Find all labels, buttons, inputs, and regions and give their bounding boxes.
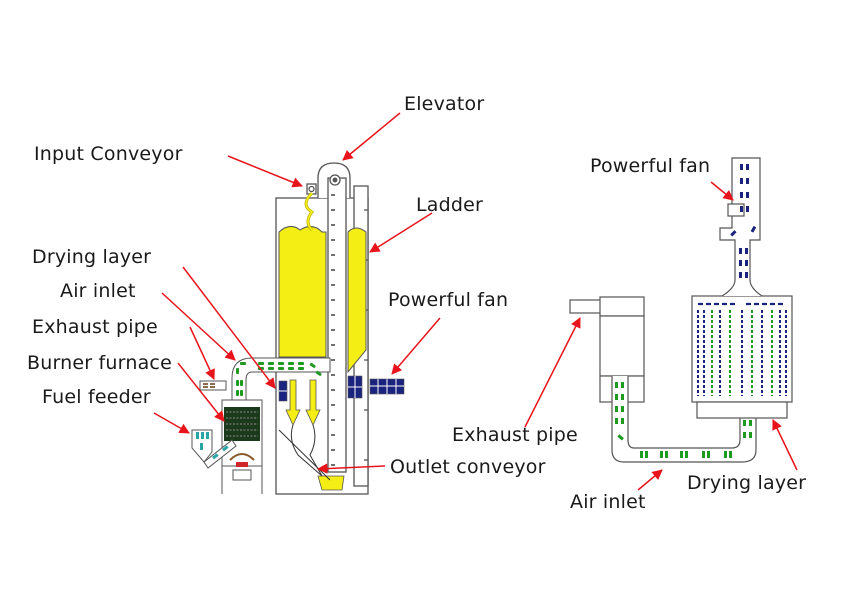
label-exhaust-pipe-right: Exhaust pipe (452, 424, 578, 446)
arrow-exhaust-pipe-right (524, 317, 581, 428)
arrow-drying-layer-left (182, 266, 276, 389)
arrow-exhaust-pipe-left (189, 326, 215, 380)
label-elevator: Elevator (404, 93, 485, 115)
arrow-powerful-fan-right (710, 181, 734, 201)
label-powerful-fan-right: Powerful fan (590, 155, 711, 177)
right-drying-columns (697, 302, 787, 396)
label-input-conveyor: Input Conveyor (34, 143, 183, 165)
arrow-input-conveyor (227, 155, 303, 188)
arrow-elevator (342, 112, 401, 161)
label-fuel-feeder: Fuel feeder (42, 386, 151, 408)
arrow-burner-furnace (177, 362, 225, 422)
label-drying-layer-left: Drying layer (32, 246, 152, 268)
callout-arrows (153, 112, 798, 491)
label-drying-layer-right: Drying layer (687, 472, 807, 494)
arrow-drying-layer-right (772, 419, 798, 471)
label-exhaust-pipe-left: Exhaust pipe (32, 316, 158, 338)
right-drying-tower (691, 295, 793, 419)
right-exhaust-unit (569, 296, 645, 403)
elevator-buckets (331, 194, 335, 466)
arrow-air-inlet-left (161, 292, 236, 361)
hot-air-duct (231, 357, 331, 400)
exhaust-flow (278, 375, 405, 402)
label-air-inlet-right: Air inlet (570, 491, 646, 513)
label-burner-furnace: Burner furnace (27, 352, 172, 374)
arrow-outlet-conveyor (316, 463, 386, 474)
arrow-air-inlet-right (637, 469, 663, 491)
right-exhaust-flow (730, 164, 757, 278)
arrow-ladder (369, 212, 433, 253)
grain-fill (278, 191, 367, 491)
label-outlet-conveyor: Outlet conveyor (390, 456, 546, 478)
fuel-feeder (191, 429, 237, 469)
label-ladder: Ladder (416, 194, 484, 216)
burner-furnace (199, 380, 263, 494)
arrow-fuel-feeder (153, 412, 190, 434)
arrow-powerful-fan-left (391, 317, 441, 375)
label-air-inlet-left: Air inlet (60, 280, 136, 302)
elevator-column (327, 177, 347, 473)
label-powerful-fan-left: Powerful fan (388, 289, 509, 311)
